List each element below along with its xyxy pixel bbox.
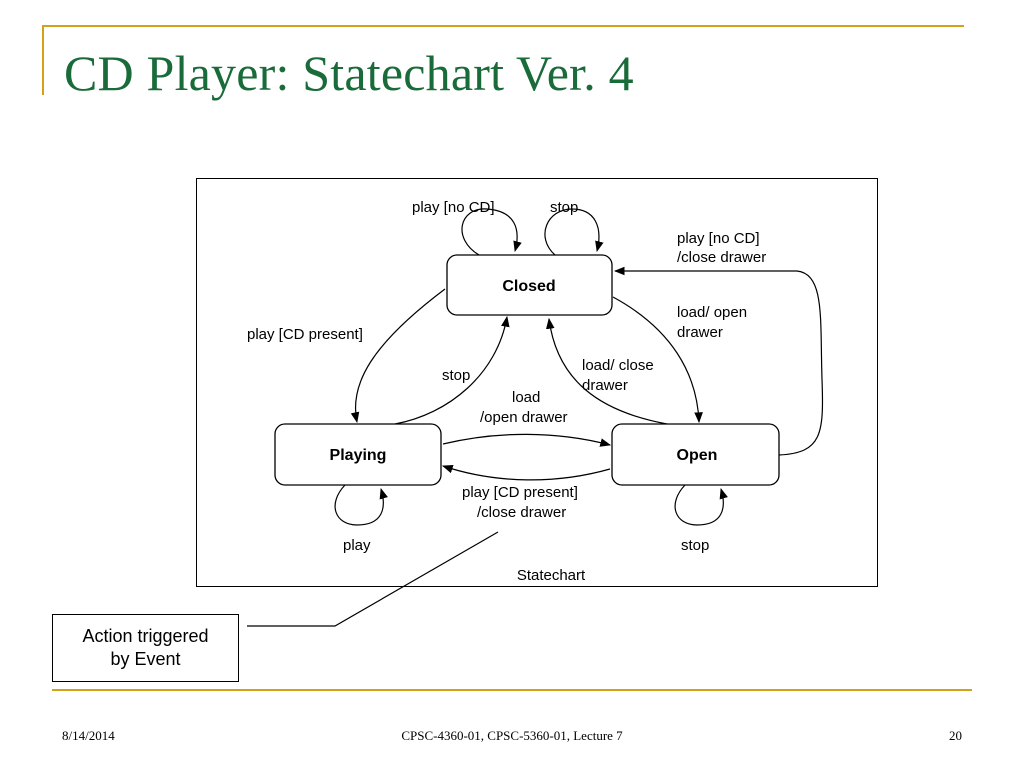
closed-to-open-label-2: drawer [677, 324, 723, 341]
state-playing-box [274, 423, 442, 486]
left-accent-rule [42, 25, 44, 95]
closed-to-open-arrow [612, 296, 703, 424]
closed-to-playing-label: play [CD present] [247, 326, 363, 343]
open-to-closed-load-label-2: drawer [582, 377, 628, 394]
state-closed-label: Closed [502, 278, 555, 295]
playing-to-closed-arrow [394, 315, 510, 425]
open-to-closed-load-arrow [546, 317, 668, 425]
closed-self-stop-label: stop [550, 199, 578, 216]
state-playing-label: Playing [330, 447, 387, 464]
statechart-diagram: Closed Playing Open play [no CD] stop pl… [247, 199, 824, 584]
open-self-label: stop [681, 537, 709, 554]
closed-to-playing-arrow [350, 288, 446, 424]
open-to-playing-arrow [441, 464, 611, 481]
footer-course: CPSC-4360-01, CPSC-5360-01, Lecture 7 [401, 728, 623, 743]
playing-self-label: play [343, 537, 371, 554]
open-to-closed-play-arrow [613, 266, 824, 456]
diagram-caption: Statechart [517, 567, 586, 584]
closed-to-open-label-1: load/ open [677, 304, 747, 321]
footer-date: 8/14/2014 [62, 728, 115, 743]
callout-line-1: Action triggered [82, 626, 209, 646]
playing-to-open-label-1: load [512, 389, 540, 406]
playing-to-open-arrow [442, 433, 612, 447]
playing-to-closed-label: stop [442, 367, 470, 384]
open-to-playing-label-1: play [CD present] [462, 484, 578, 501]
statechart-frame: Closed Playing Open play [no CD] stop pl… [196, 178, 878, 587]
state-closed-box [446, 254, 613, 316]
closed-self-play-arrow [461, 208, 522, 256]
footer-page-number: 20 [949, 728, 962, 743]
open-to-playing-label-2: /close drawer [477, 504, 566, 521]
top-rule [42, 25, 964, 27]
open-self-arrow [674, 484, 728, 526]
slide-title: CD Player: Statechart Ver. 4 [64, 45, 634, 101]
action-callout-box: Action triggered by Event [52, 614, 239, 682]
playing-to-open-label-2: /open drawer [480, 409, 568, 426]
open-to-closed-play-label-1: play [no CD] [677, 230, 760, 247]
callout-line-2: by Event [110, 649, 181, 669]
closed-self-play-label: play [no CD] [412, 199, 495, 216]
playing-self-arrow [334, 484, 388, 526]
open-to-closed-play-label-2: /close drawer [677, 249, 766, 266]
closed-self-stop-arrow [544, 208, 604, 256]
state-open-label: Open [677, 447, 718, 464]
bottom-rule [52, 689, 972, 691]
open-to-closed-load-label-1: load/ close [582, 357, 654, 374]
